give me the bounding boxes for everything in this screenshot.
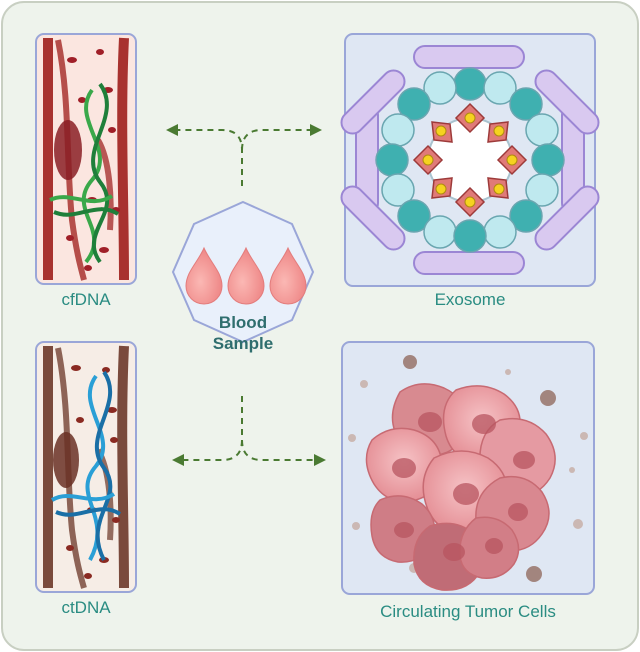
arrowheads [166, 124, 326, 466]
blood-sample-line2: Sample [212, 334, 274, 353]
cfdna-label-text: cfDNA [61, 290, 111, 309]
dna-helix-icon [49, 82, 120, 264]
connector-arrows [176, 129, 316, 461]
exosome-icon [340, 45, 600, 275]
dna-helix-icon [50, 370, 122, 561]
ctc-panel [341, 341, 595, 595]
exosome-panel [340, 33, 600, 287]
blood-sample-badge [171, 200, 315, 344]
clot-icon [54, 120, 82, 180]
ctdna-vessel-panel [35, 341, 137, 593]
exosome-label-text: Exosome [434, 290, 506, 309]
blood-sample-line1: Blood [218, 313, 268, 332]
ctc-label-text: Circulating Tumor Cells [380, 602, 556, 621]
blood-sample-label: Blood Sample [188, 312, 298, 354]
ctdna-label-text: ctDNA [61, 598, 111, 617]
tumor-cell-icon [348, 355, 588, 591]
cfdna-vessel-panel [35, 33, 137, 285]
blood-drop-icon [185, 246, 307, 305]
